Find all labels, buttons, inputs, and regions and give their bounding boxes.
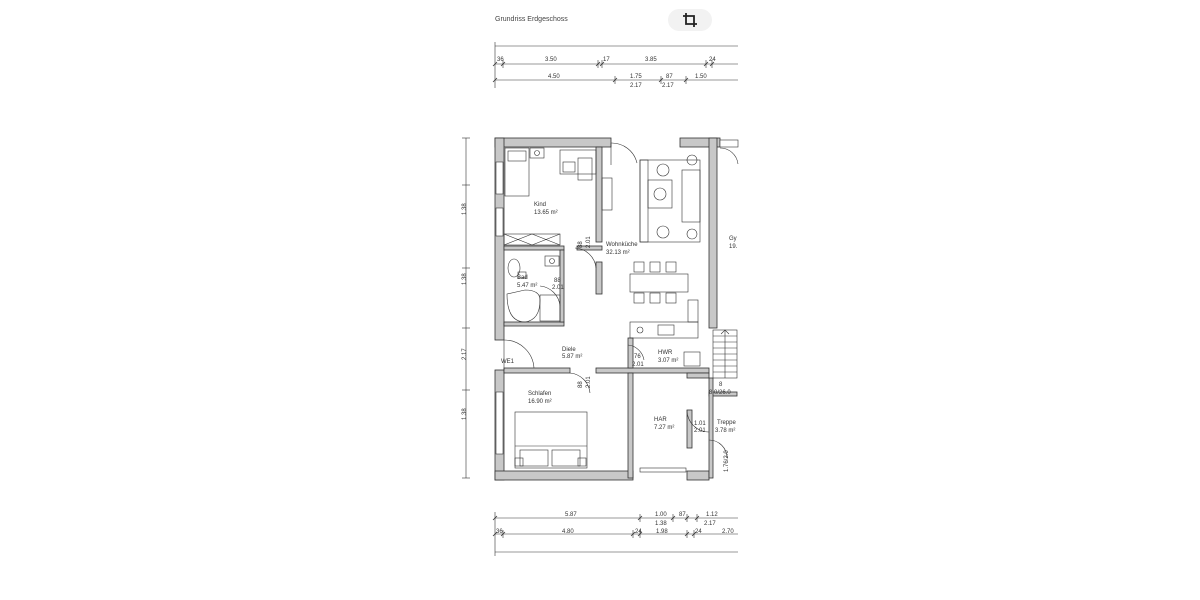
room-schlafen-name: Schlafen — [528, 391, 551, 397]
room-bad-name: Bad — [517, 275, 528, 281]
dim-top-row2-sub-1: 2.17 — [630, 83, 642, 89]
dim-top-2: 3.50 — [545, 57, 557, 63]
room-diele-name: Diele — [562, 347, 576, 353]
room-bad-area: 5.47 m² — [517, 283, 537, 289]
label-stairs: 8 — [719, 382, 723, 388]
dim-top-row2-1: 4.50 — [548, 74, 560, 80]
dim-bottom-4: 1.12 — [706, 512, 718, 518]
dim-top-1: 36 — [497, 57, 504, 63]
room-kind-area: 13.65 m² — [534, 210, 558, 216]
dim-bottom-row2-4: 1.98 — [656, 529, 668, 535]
door-bad-w: 88 — [554, 278, 561, 284]
dim-left-1: 1.38 — [462, 203, 468, 215]
dim-top-row2-3: 87 — [666, 74, 673, 80]
dim-left-2: 1.38 — [462, 273, 468, 285]
dim-bottom-row2-6: 2.70 — [722, 529, 734, 535]
crop-icon — [683, 13, 697, 27]
dim-bottom-sub-1: 1.38 — [655, 521, 667, 527]
dim-left-4: 1.38 — [462, 408, 468, 420]
dim-bottom-2: 1.00 — [655, 512, 667, 518]
room-treppe-name: Treppe — [717, 420, 736, 426]
room-har-name: HAR — [654, 417, 667, 423]
page-title: Grundriss Erdgeschoss — [495, 16, 568, 23]
room-har-area: 7.27 m² — [654, 425, 674, 431]
door-bad-h: 2.01 — [552, 285, 564, 291]
dim-bottom-3: 87 — [679, 512, 686, 518]
left-dimension-chain — [462, 137, 470, 479]
room-hwr-name: HWR — [658, 350, 673, 356]
room-treppe-area: 3.78 m² — [715, 428, 735, 434]
room-hwr-area: 3.07 m² — [658, 358, 678, 364]
windows — [495, 139, 739, 455]
door-har-w: 1.01 — [694, 421, 706, 427]
room-gym-name: Gy — [729, 236, 737, 242]
door-schlafen-w: 88 — [578, 381, 584, 388]
dim-top-4: 3.85 — [645, 57, 657, 63]
dim-top-row2-4: 1.50 — [695, 74, 707, 80]
dim-bottom-sub-2: 2.17 — [704, 521, 716, 527]
room-schlafen-area: 16.90 m² — [528, 399, 552, 405]
room-wohnkueche-area: 32.13 m² — [606, 250, 630, 256]
dim-bottom-row2-5: 24 — [695, 529, 702, 535]
dim-top-row2-sub-2: 2.17 — [662, 83, 674, 89]
doors — [503, 142, 739, 459]
room-gym-area: 19. — [729, 244, 738, 250]
crop-button[interactable] — [668, 9, 712, 31]
top-dim-ticks — [492, 61, 715, 83]
dim-bottom-row2-1: 36 — [496, 529, 503, 535]
dim-top-5: 24 — [709, 57, 716, 63]
door-hwr-w: 76 — [634, 354, 641, 360]
room-diele-area: 5.87 m² — [562, 354, 582, 360]
dim-bottom-1: 5.87 — [565, 512, 577, 518]
door-schlafen-h: 2.01 — [586, 376, 592, 388]
dim-top-row2-2: 1.75 — [630, 74, 642, 80]
furniture — [503, 147, 738, 473]
dim-left-3: 2.17 — [462, 348, 468, 360]
dim-top-3: 17 — [603, 57, 610, 63]
bottom-dim-ticks — [492, 515, 700, 537]
door-hwr-h: 2.01 — [632, 362, 644, 368]
label-stairs-sub: 8.0/26.0 — [709, 390, 731, 396]
stair-dim: 1.76/2.0 — [724, 450, 730, 472]
room-kind-name: Kind — [534, 202, 546, 208]
dim-bottom-row2-2: 4.80 — [562, 529, 574, 535]
label-we1: WE1 — [501, 359, 515, 365]
top-dimension-chain — [494, 42, 738, 88]
door-kind-h: 2.01 — [586, 236, 592, 248]
door-har-h: 2.01 — [694, 428, 706, 434]
door-kind-w: 88 — [578, 241, 584, 248]
dim-bottom-row2-3: 24 — [635, 529, 642, 535]
room-wohnkueche-name: Wohnküche — [606, 242, 638, 248]
